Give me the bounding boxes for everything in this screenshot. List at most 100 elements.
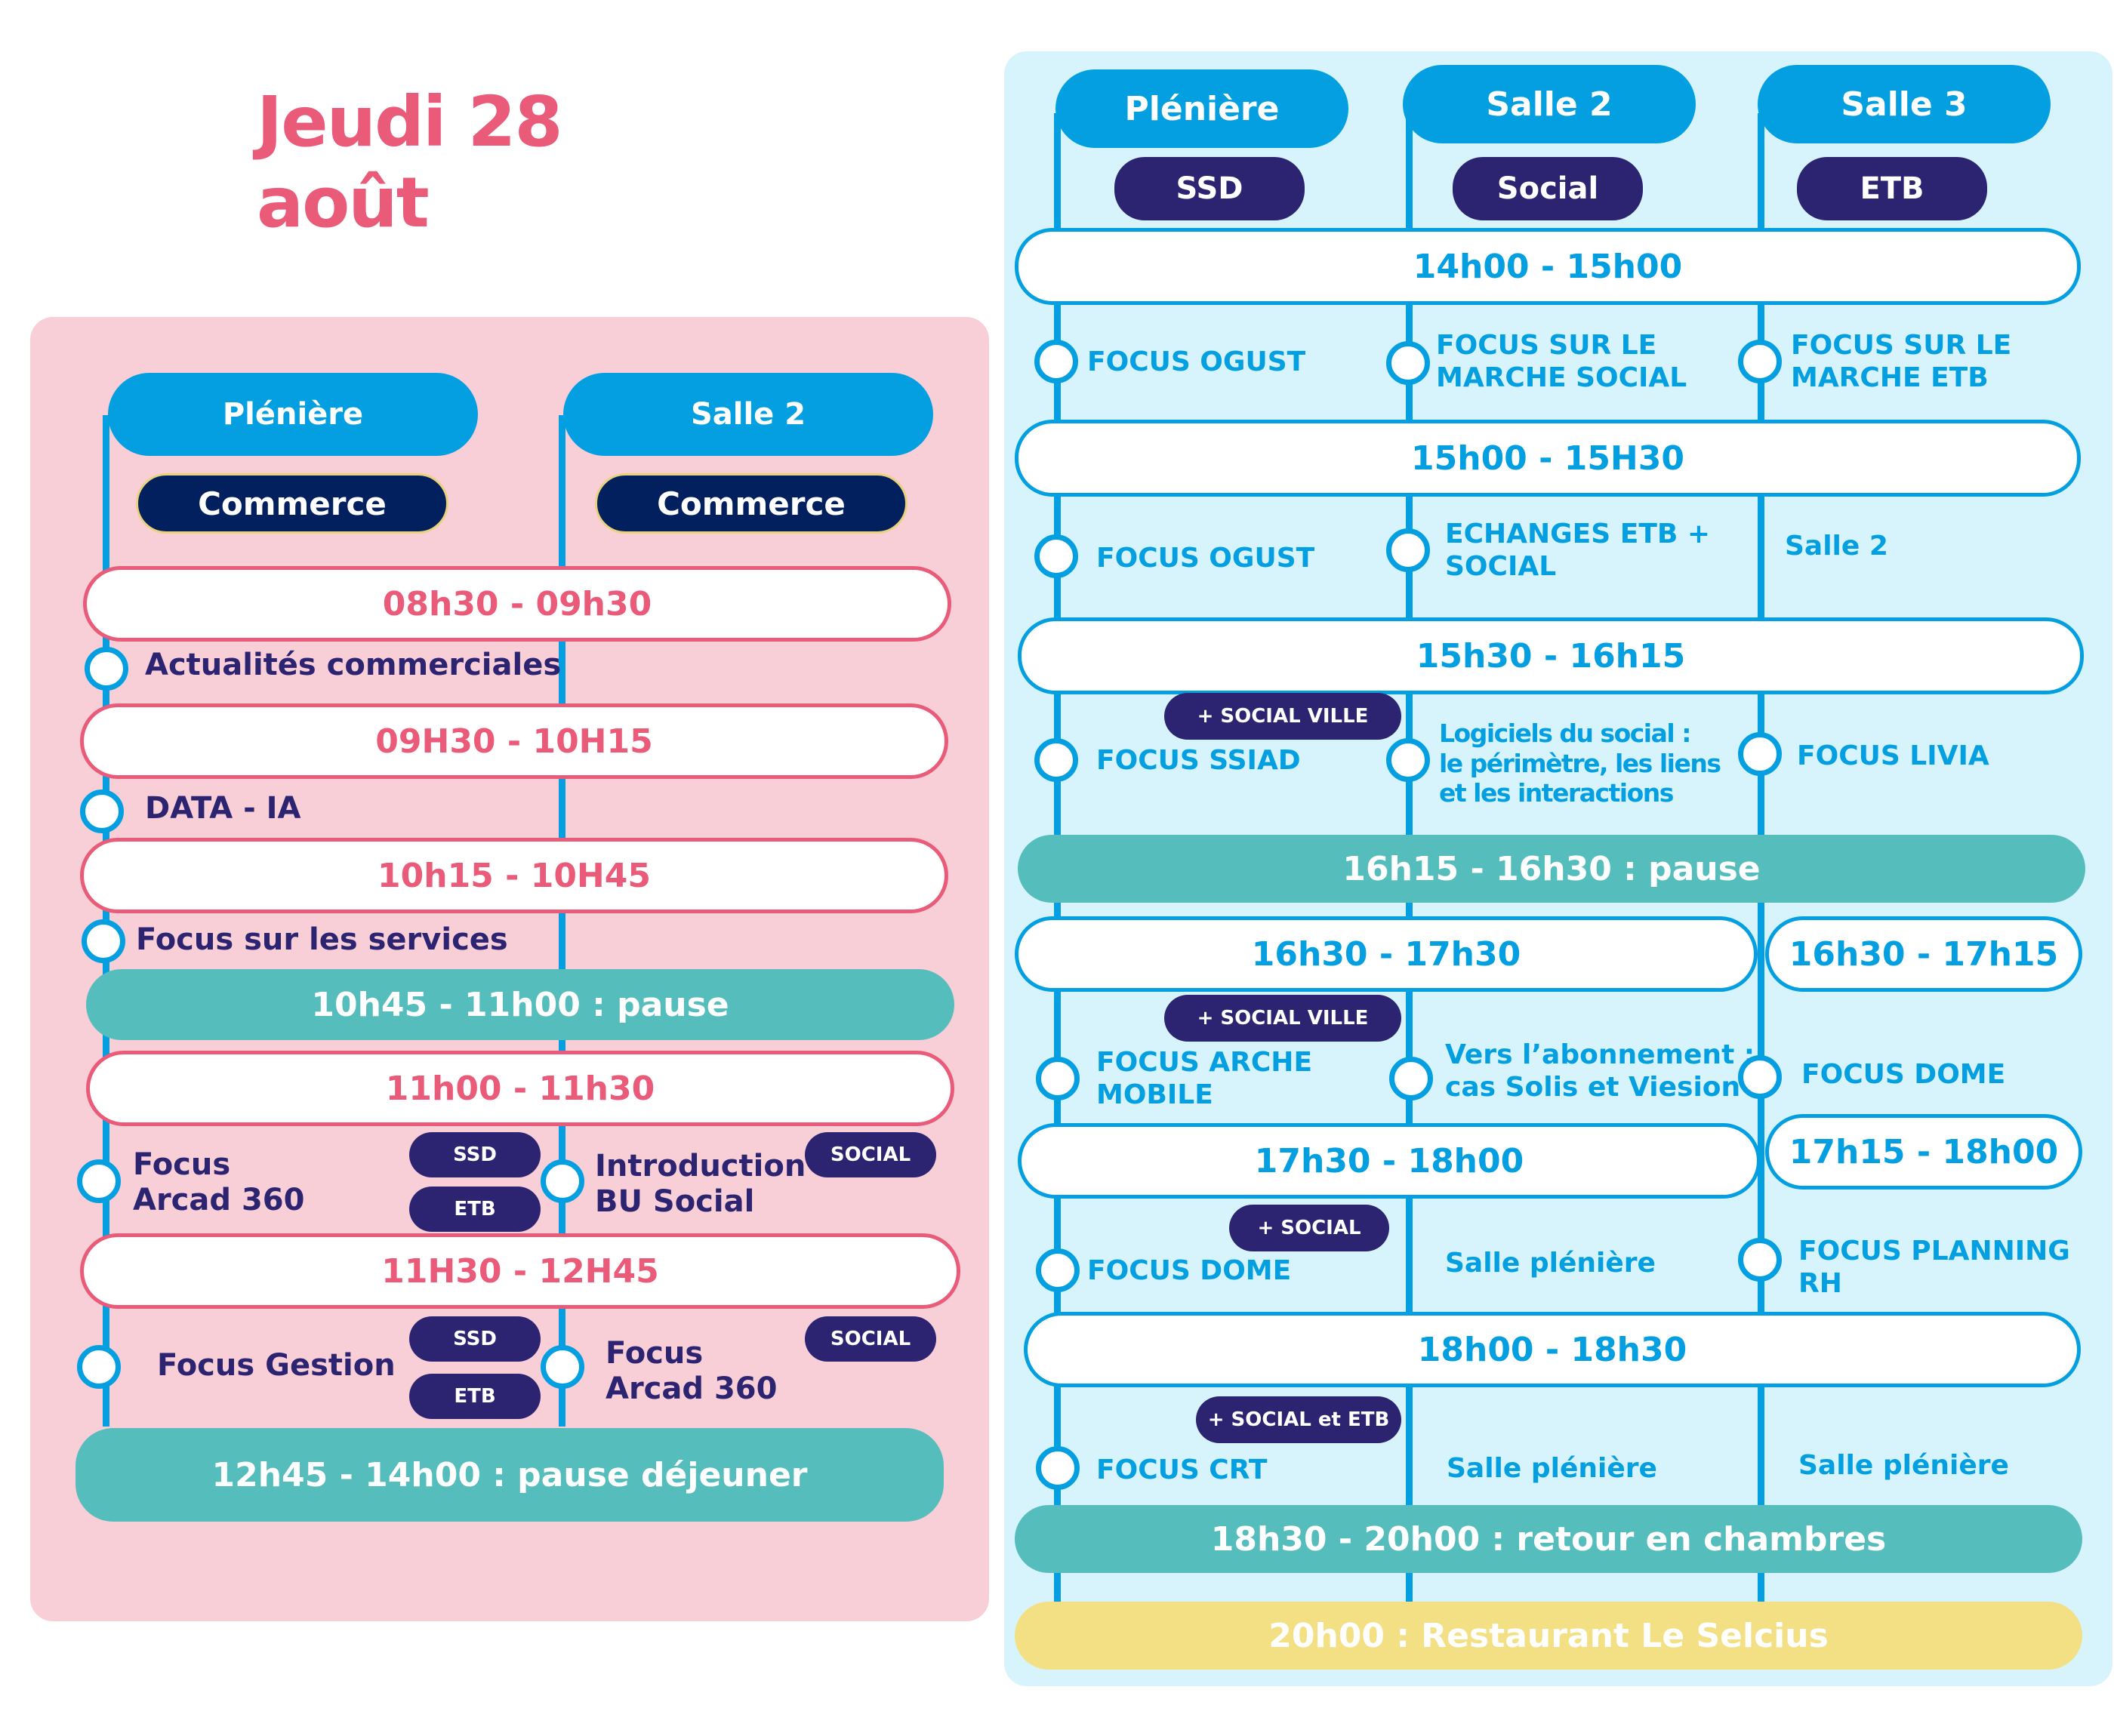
time-slot: 10h15 - 10H45 xyxy=(80,838,948,913)
session-marker-icon xyxy=(1036,1248,1080,1292)
track-tag-ssd: SSD xyxy=(409,1316,541,1362)
track-tag-commerce: Commerce xyxy=(595,473,908,534)
session-title: FOCUS LIVIA xyxy=(1797,740,1989,771)
session-marker-icon xyxy=(1389,1057,1433,1100)
time-slot: 17h30 - 18h00 xyxy=(1018,1123,1761,1199)
session-title-line: Focus xyxy=(606,1336,704,1371)
session-title: Salle plénière xyxy=(1798,1450,2009,1481)
salle2-timeline xyxy=(559,415,565,1427)
extra-track-badge: + SOCIAL xyxy=(1229,1205,1389,1251)
session-title-line: Vers l’abonnement : xyxy=(1445,1039,1755,1070)
room-header-pleniere: Plénière xyxy=(1055,69,1348,148)
page-title: Jeudi 28 août xyxy=(257,82,563,243)
time-slot: 16h30 - 17h30 xyxy=(1015,916,1758,992)
extra-track-badge: + SOCIAL VILLE xyxy=(1164,693,1401,740)
session-title-line: FOCUS PLANNING xyxy=(1798,1236,2070,1267)
session-title-line: FOCUS ARCHE xyxy=(1096,1047,1313,1078)
session-title-line: Arcad 360 xyxy=(606,1371,778,1407)
session-marker-icon xyxy=(85,647,128,691)
dinner-event: 20h00 : Restaurant Le Selcius xyxy=(1015,1602,2082,1670)
session-title-line: Introduction xyxy=(595,1149,806,1183)
session-title: Focus Arcad 360 xyxy=(133,1147,390,1218)
time-slot: 11h00 - 11h30 xyxy=(86,1051,954,1126)
session-title-line: Focus xyxy=(133,1147,231,1182)
session-marker-icon xyxy=(1386,341,1430,385)
pause-break: 16h15 - 16h30 : pause xyxy=(1018,835,2085,903)
track-tag-etb: ETB xyxy=(1797,157,1987,220)
track-tag-etb: ETB xyxy=(409,1374,541,1419)
session-marker-icon xyxy=(1386,738,1430,782)
session-title: Salle plénière xyxy=(1445,1248,1656,1279)
session-title: Vers l’abonnement : cas Solis et Viesion xyxy=(1445,1039,1762,1103)
room-header-salle2: Salle 2 xyxy=(1403,65,1696,143)
session-marker-icon xyxy=(1738,340,1782,383)
extra-track-badge: + SOCIAL et ETB xyxy=(1196,1396,1401,1443)
session-title: Focus Arcad 360 xyxy=(606,1336,832,1407)
return-to-rooms-break: 18h30 - 20h00 : retour en chambres xyxy=(1015,1505,2082,1573)
session-title: FOCUS DOME xyxy=(1087,1255,1292,1286)
session-marker-icon xyxy=(77,1345,121,1389)
session-title: FOCUS SUR LE MARCHE SOCIAL xyxy=(1436,329,1753,394)
track-tag-ssd: SSD xyxy=(1114,157,1305,220)
time-slot-salle3: 17h15 - 18h00 xyxy=(1765,1114,2082,1190)
session-title: Salle 2 xyxy=(1785,531,1888,562)
session-title: FOCUS SUR LE MARCHE ETB xyxy=(1791,329,2108,394)
time-slot: 08h30 - 09h30 xyxy=(83,566,951,642)
session-marker-icon xyxy=(541,1345,584,1389)
session-title-line: BU Social xyxy=(595,1184,755,1220)
track-tag-social: SOCIAL xyxy=(805,1316,936,1362)
time-slot: 18h00 - 18h30 xyxy=(1024,1312,2081,1387)
session-title: Logiciels du social : le périmètre, les … xyxy=(1439,719,1735,808)
session-marker-icon xyxy=(77,1159,121,1203)
session-title-line: MARCHE ETB xyxy=(1791,362,1989,394)
session-title: Salle plénière xyxy=(1447,1453,1657,1484)
lunch-break: 12h45 - 14h00 : pause déjeuner xyxy=(76,1428,944,1522)
session-marker-icon xyxy=(1738,732,1782,776)
session-title-line: MOBILE xyxy=(1096,1079,1213,1111)
session-title: ECHANGES ETB + SOCIAL xyxy=(1445,518,1747,583)
session-title-line: et les interactions xyxy=(1439,778,1674,808)
session-marker-icon xyxy=(1036,1446,1080,1490)
session-title-line: FOCUS SUR LE xyxy=(1791,330,2012,361)
time-slot: 11H30 - 12H45 xyxy=(80,1233,960,1309)
session-title-line: ECHANGES ETB + xyxy=(1445,519,1711,549)
session-title-line: Logiciels du social : xyxy=(1439,719,1691,748)
session-marker-icon xyxy=(1738,1238,1782,1282)
time-slot: 09H30 - 10H15 xyxy=(80,703,948,779)
session-marker-icon xyxy=(80,790,124,833)
session-title: FOCUS PLANNING RH xyxy=(1798,1235,2100,1300)
track-tag-etb: ETB xyxy=(409,1187,541,1232)
session-marker-icon xyxy=(82,919,125,963)
session-title-line: SOCIAL xyxy=(1445,551,1557,583)
session-title-line: le périmètre, les liens xyxy=(1439,748,1721,778)
session-title: Introduction BU Social xyxy=(595,1149,821,1220)
track-tag-ssd: SSD xyxy=(409,1132,541,1177)
session-marker-icon xyxy=(1034,340,1078,383)
session-title: FOCUS ARCHE MOBILE xyxy=(1096,1046,1368,1111)
track-tag-social: SOCIAL xyxy=(805,1132,936,1177)
session-marker-icon xyxy=(541,1159,584,1203)
session-title: Focus Gestion xyxy=(157,1348,396,1383)
time-slot-salle3: 16h30 - 17h15 xyxy=(1765,916,2082,992)
session-title: FOCUS SSIAD xyxy=(1096,745,1301,776)
session-marker-icon xyxy=(1034,534,1078,578)
session-title-line: MARCHE SOCIAL xyxy=(1436,362,1687,394)
room-header-salle2: Salle 2 xyxy=(563,373,933,456)
session-title: FOCUS OGUST xyxy=(1096,543,1315,574)
room-header-salle3: Salle 3 xyxy=(1758,65,2051,143)
track-tag-social: Social xyxy=(1453,157,1643,220)
session-marker-icon xyxy=(1034,738,1078,782)
session-title-line: cas Solis et Viesion xyxy=(1445,1072,1741,1103)
session-marker-icon xyxy=(1386,528,1430,572)
session-title: FOCUS DOME xyxy=(1801,1059,2006,1090)
pause-break: 10h45 - 11h00 : pause xyxy=(86,969,954,1040)
session-title: DATA - IA xyxy=(145,791,301,826)
track-tag-commerce: Commerce xyxy=(136,473,448,534)
time-slot: 14h00 - 15h00 xyxy=(1015,228,2081,305)
session-title: Focus sur les services xyxy=(136,922,508,957)
room-header-pleniere: Plénière xyxy=(108,373,478,456)
session-marker-icon xyxy=(1738,1055,1782,1099)
session-marker-icon xyxy=(1036,1057,1080,1100)
session-title-line: RH xyxy=(1798,1268,1842,1300)
session-title-line: FOCUS SUR LE xyxy=(1436,330,1657,361)
